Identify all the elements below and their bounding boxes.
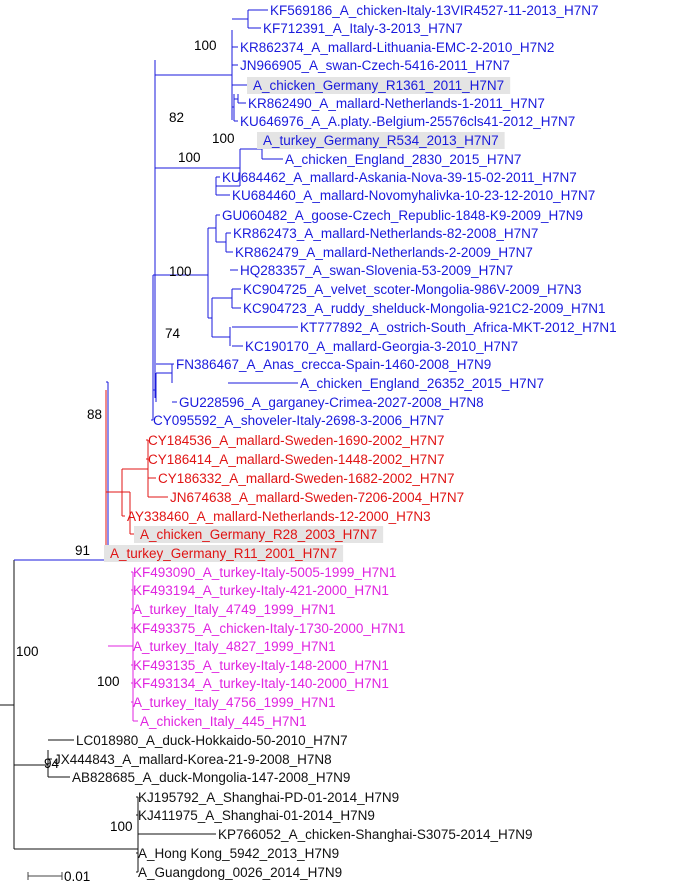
bootstrap-value: 100	[169, 264, 192, 279]
leaf-label: KU684462_A_mallard-Askania-Nova-39-15-02…	[222, 170, 577, 185]
leaf-labels: KF569186_A_chicken-Italy-13VIR4527-11-20…	[54, 3, 617, 880]
leaf-label: A_turkey_Italy_4749_1999_H7N1	[133, 602, 336, 617]
leaf-label: A_chicken_Italy_445_H7N1	[140, 714, 307, 729]
leaf-label: FN386467_A_Anas_crecca-Spain-1460-2008_H…	[176, 357, 491, 372]
leaf-label: JN674638_A_mallard-Sweden-7206-2004_H7N7	[170, 490, 464, 505]
bootstrap-value: 88	[87, 407, 102, 422]
leaf-label: KT777892_A_ostrich-South_Africa-MKT-2012…	[300, 320, 617, 335]
scale-bar-label: 0.01	[64, 869, 90, 883]
bootstrap-value: 100	[16, 644, 39, 659]
leaf-label: JX444843_A_mallard-Korea-21-9-2008_H7N8	[54, 752, 332, 767]
leaf-label: A_chicken_Germany_R1361_2011_H7N7	[253, 78, 504, 93]
leaf-label: KC904723_A_ruddy_shelduck-Mongolia-921C2…	[243, 301, 606, 316]
leaf-label: AY338460_A_mallard-Netherlands-12-2000_H…	[127, 509, 431, 524]
leaf-label: A_turkey_Germany_R11_2001_H7N7	[110, 546, 337, 561]
leaf-label: KC190170_A_mallard-Georgia-3-2010_H7N7	[245, 339, 518, 354]
leaf-label: KF493194_A_turkey-Italy-421-2000_H7N1	[133, 583, 389, 598]
leaf-label: KR862490_A_mallard-Netherlands-1-2011_H7…	[248, 96, 545, 111]
leaf-label: KR862473_A_mallard-Netherlands-82-2008_H…	[233, 226, 538, 241]
bootstrap-value: 74	[165, 326, 181, 341]
leaf-label: HQ283357_A_swan-Slovenia-53-2009_H7N7	[240, 263, 513, 278]
bootstrap-value: 100	[212, 131, 235, 146]
leaf-label: LC018980_A_duck-Hokkaido-50-2010_H7N7	[76, 733, 348, 748]
leaf-label: KF493135_A_turkey-Italy-148-2000_H7N1	[133, 658, 389, 673]
leaf-label: CY186414_A_mallard-Sweden-1448-2002_H7N7	[148, 452, 444, 467]
leaf-label: KJ195792_A_Shanghai-PD-01-2014_H7N9	[138, 790, 399, 805]
leaf-label: AB828685_A_duck-Mongolia-147-2008_H7N9	[72, 770, 350, 785]
bootstrap-value: 100	[194, 38, 217, 53]
leaf-label: GU228596_A_garganey-Crimea-2027-2008_H7N…	[179, 395, 484, 410]
leaf-label: A_Hong Kong_5942_2013_H7N9	[138, 846, 339, 861]
leaf-label: KF712391_A_Italy-3-2013_H7N7	[263, 21, 463, 36]
bootstrap-value: 91	[75, 543, 90, 558]
leaf-label: A_turkey_Italy_4827_1999_H7N1	[133, 639, 336, 654]
leaf-label: A_chicken_England_26352_2015_H7N7	[300, 376, 544, 391]
leaf-label: CY184536_A_mallard-Sweden-1690-2002_H7N7	[148, 433, 444, 448]
leaf-label: JN966905_A_swan-Czech-5416-2011_H7N7	[240, 58, 510, 73]
leaf-label: KP766052_A_chicken-Shanghai-S3075-2014_H…	[218, 827, 532, 842]
highlight-box	[134, 526, 384, 543]
leaf-label: KR862479_A_mallard-Netherlands-2-2009_H7…	[235, 245, 533, 260]
leaf-label: A_chicken_England_2830_2015_H7N7	[285, 152, 521, 167]
bootstrap-value: 100	[97, 674, 120, 689]
leaf-label: KU646976_A_A.platy.-Belgium-25576cls41-2…	[240, 114, 575, 129]
leaf-label: CY186332_A_mallard-Sweden-1682-2002_H7N7	[158, 471, 454, 486]
bootstrap-value: 94	[44, 756, 60, 771]
leaf-label: CY095592_A_shoveler-Italy-2698-3-2006_H7…	[153, 413, 444, 428]
leaf-label: KC904725_A_velvet_scoter-Mongolia-986V-2…	[243, 282, 581, 297]
highlight-box	[104, 545, 344, 562]
leaf-label: KR862374_A_mallard-Lithuania-EMC-2-2010_…	[240, 40, 554, 55]
leaf-label: A_chicken_Germany_R28_2003_H7N7	[140, 527, 377, 542]
leaf-label: A_turkey_Italy_4756_1999_H7N1	[133, 695, 336, 710]
leaf-label: A_turkey_Germany_R534_2013_H7N7	[263, 133, 499, 148]
tree-branches	[0, 9, 298, 873]
leaf-label: KU684460_A_mallard-Novomyhalivka-10-23-1…	[232, 188, 595, 203]
highlight-box	[257, 132, 505, 149]
leaf-label: KF493090_A_turkey-Italy-5005-1999_H7N1	[133, 565, 396, 580]
leaf-label: KF569186_A_chicken-Italy-13VIR4527-11-20…	[270, 3, 598, 18]
leaf-label: GU060482_A_goose-Czech_Republic-1848-K9-…	[222, 208, 583, 223]
bootstrap-value: 100	[178, 150, 201, 165]
leaf-label: A_Guangdong_0026_2014_H7N9	[138, 865, 342, 880]
leaf-label: KF493375_A_chicken-Italy-1730-2000_H7N1	[133, 621, 405, 636]
bootstrap-value: 82	[169, 110, 184, 125]
highlight-box	[247, 77, 511, 94]
bootstrap-value: 100	[110, 819, 133, 834]
leaf-label: KJ411975_A_Shanghai-01-2014_H7N9	[138, 808, 375, 823]
leaf-label: KF493134_A_turkey-Italy-140-2000_H7N1	[133, 676, 389, 691]
